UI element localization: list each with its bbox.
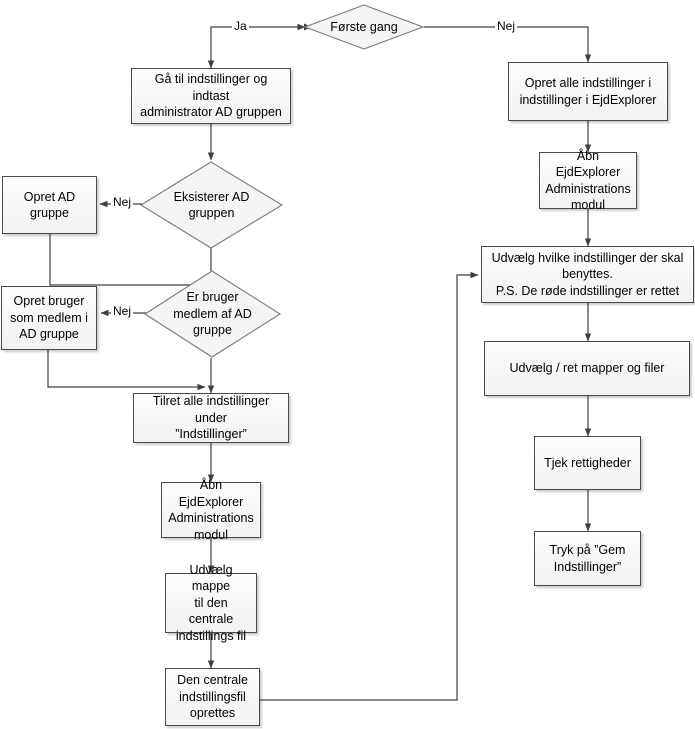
process-den-centrale-indstillingsfil[interactable]: Den centrale indstillingsfil oprettes bbox=[165, 668, 260, 726]
process-udvaelg-ret-mapper-filer-label: Udvælg / ret mapper og filer bbox=[509, 361, 665, 376]
process-opret-bruger-label: Opret bruger som medlem i AD gruppe bbox=[10, 294, 88, 342]
process-udvaelg-hvilke-indstillinger-label: Udvælg hvilke indstillinger der skal ben… bbox=[491, 250, 684, 298]
process-tjek-rettigheder[interactable]: Tjek rettigheder bbox=[534, 436, 641, 490]
edge-label-nej-ad-gruppe: Nej bbox=[111, 195, 134, 209]
process-opret-alle-indstillinger-label: Opret alle indstillinger i indstillinger… bbox=[519, 76, 657, 107]
process-tilret-alle-indstillinger[interactable]: Tilret alle indstillinger under ”Indstil… bbox=[133, 393, 289, 443]
process-ga-til-indstillinger-label: Gå til indstillinger og indtast administ… bbox=[140, 72, 282, 120]
diamond-shape-eksisterer-ad-gruppen bbox=[139, 161, 284, 249]
process-tryk-gem-indstillinger-label: Tryk på ”Gem Indstillinger” bbox=[549, 543, 626, 574]
process-tryk-gem-indstillinger[interactable]: Tryk på ”Gem Indstillinger” bbox=[534, 531, 641, 586]
edge-label-nej-bruger: Nej bbox=[111, 304, 134, 318]
process-abn-ejdexplorer-admin-right-label: Åbn EjdExplorer Administrations modul bbox=[545, 148, 631, 213]
edge-forste-gang-ja bbox=[207, 26, 303, 69]
decision-forste-gang[interactable]: Første gang bbox=[303, 3, 425, 51]
process-ga-til-indstillinger[interactable]: Gå til indstillinger og indtast administ… bbox=[131, 68, 291, 124]
process-tjek-rettigheder-label: Tjek rettigheder bbox=[544, 455, 631, 470]
process-abn-ejdexplorer-admin-left-label: Åbn EjdExplorer Administrations modul bbox=[168, 478, 254, 542]
edge-label-nej-top: Nej bbox=[495, 19, 518, 33]
diamond-shape-er-bruger-medlem bbox=[143, 270, 282, 358]
diamond-shape-forste-gang bbox=[303, 4, 425, 50]
process-opret-bruger[interactable]: Opret bruger som medlem i AD gruppe bbox=[1, 286, 97, 350]
decision-eksisterer-ad-gruppen-label: Eksisterer AD gruppen bbox=[173, 189, 250, 221]
decision-forste-gang-label: Første gang bbox=[330, 19, 398, 34]
process-abn-ejdexplorer-admin-left[interactable]: Åbn EjdExplorer Administrations modul bbox=[161, 478, 261, 542]
process-opret-ad-gruppe-label: Opret AD gruppe bbox=[23, 189, 76, 221]
process-udvaelg-mappe-label: Udvælg mappe til den centrale indstillin… bbox=[175, 562, 247, 643]
process-udvaelg-mappe[interactable]: Udvælg mappe til den centrale indstillin… bbox=[165, 563, 257, 643]
decision-er-bruger-medlem[interactable]: Er bruger medlem af AD gruppe bbox=[143, 269, 282, 359]
process-opret-alle-indstillinger[interactable]: Opret alle indstillinger i indstillinger… bbox=[508, 62, 668, 121]
decision-er-bruger-medlem-label: Er bruger medlem af AD gruppe bbox=[173, 290, 252, 338]
process-opret-ad-gruppe[interactable]: Opret AD gruppe bbox=[2, 176, 97, 234]
process-abn-ejdexplorer-admin-right[interactable]: Åbn EjdExplorer Administrations modul bbox=[539, 149, 637, 212]
process-udvaelg-ret-mapper-filer[interactable]: Udvælg / ret mapper og filer bbox=[484, 341, 690, 396]
decision-eksisterer-ad-gruppen[interactable]: Eksisterer AD gruppen bbox=[139, 160, 284, 250]
edge-den-centrale-udvaelg-hvilke bbox=[260, 271, 479, 701]
process-udvaelg-hvilke-indstillinger[interactable]: Udvælg hvilke indstillinger der skal ben… bbox=[481, 246, 694, 303]
process-tilret-alle-indstillinger-label: Tilret alle indstillinger under ”Indstil… bbox=[152, 394, 270, 442]
process-den-centrale-indstillingsfil-label: Den centrale indstillingsfil oprettes bbox=[177, 673, 248, 721]
edge-label-ja: Ja bbox=[232, 19, 249, 33]
